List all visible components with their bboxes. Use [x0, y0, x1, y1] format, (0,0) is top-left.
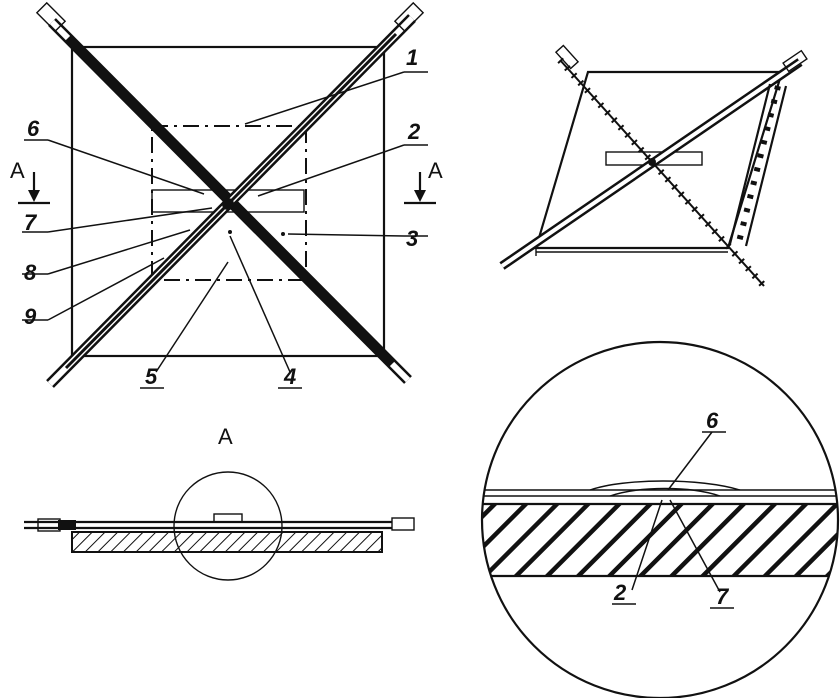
label-6: 6 [27, 116, 40, 141]
strip-2 [151, 189, 305, 213]
plan-view: A A 1 2 3 4 5 6 7 8 [10, 1, 443, 389]
rod-diagonal-2 [46, 1, 425, 388]
detail-view: 6 2 7 [480, 340, 840, 698]
label-2: 2 [407, 119, 421, 144]
label-section-view: A [218, 424, 233, 449]
detail-label-6: 6 [706, 408, 719, 433]
label-8: 8 [24, 260, 37, 285]
plate-outline [534, 70, 784, 250]
label-7: 7 [24, 210, 38, 235]
label-section-right: A [428, 158, 443, 183]
rod-c [728, 83, 788, 247]
label-3: 3 [406, 226, 418, 251]
label-9: 9 [24, 304, 37, 329]
perspective-view [499, 44, 808, 289]
section-arrow-left: A [10, 158, 50, 205]
outer-frame [70, 45, 386, 358]
label-1: 1 [406, 45, 418, 70]
section-arrow-right: A [404, 158, 443, 205]
center-junction [222, 198, 234, 210]
label-section-left: A [10, 158, 25, 183]
section-view: A [24, 424, 415, 581]
label-4: 4 [283, 364, 296, 389]
detail-label-7: 7 [716, 584, 730, 609]
point-4 [228, 230, 232, 234]
detail-circle [173, 471, 283, 581]
detail-label-2: 2 [613, 580, 627, 605]
point-3 [281, 232, 285, 236]
rod-diagonal-1 [35, 1, 412, 384]
rod-b [499, 49, 808, 270]
label-5: 5 [145, 364, 158, 389]
rod-a [554, 44, 767, 289]
section-base [71, 531, 383, 553]
